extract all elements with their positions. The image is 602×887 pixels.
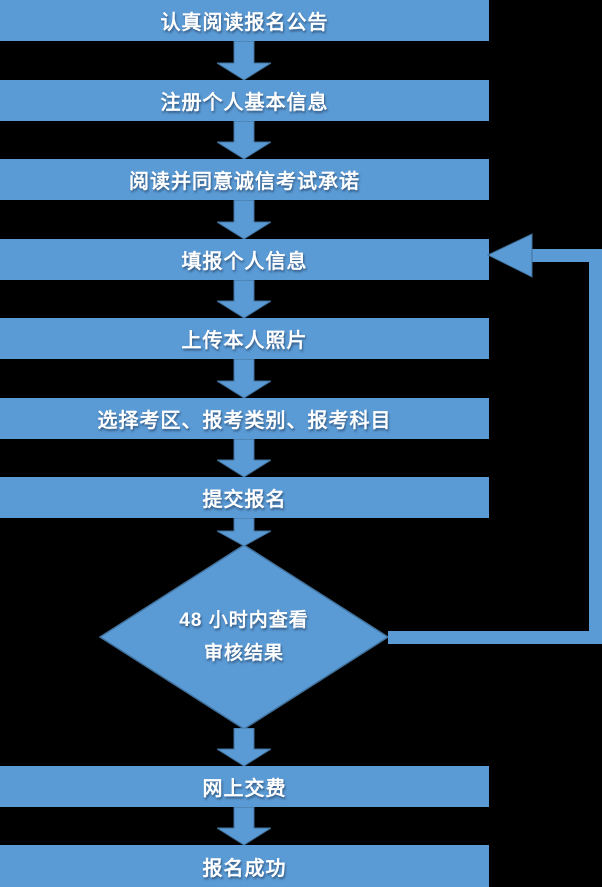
- down-arrow-icon-8: [217, 728, 271, 766]
- down-arrow-icon-1: [217, 41, 271, 80]
- feedback-bottom-bar: [388, 631, 602, 644]
- feedback-top-bar: [532, 249, 602, 262]
- step-select-exam-area-category-subject: 选择考区、报考类别、报考科目: [0, 398, 489, 439]
- down-arrow-icon-3: [217, 200, 271, 239]
- down-arrow-icon-9: [217, 807, 271, 845]
- step-fill-personal-info: 填报个人信息: [0, 239, 489, 280]
- down-arrow-icon-5: [217, 359, 271, 398]
- feedback-loop-arrow-icon: [388, 233, 602, 644]
- step-pay-online: 网上交费: [0, 766, 489, 807]
- feedback-left-arrowhead-icon: [486, 233, 533, 278]
- step-agree-integrity-commitment: 阅读并同意诚信考试承诺: [0, 159, 489, 200]
- feedback-vertical-bar: [589, 249, 602, 644]
- decision-label-line2: 审核结果: [203, 643, 284, 664]
- step-submit-registration: 提交报名: [0, 477, 489, 518]
- step-read-announcement: 认真阅读报名公告: [0, 0, 489, 41]
- down-arrow-icon-6: [217, 439, 271, 477]
- step-register-basic-info: 注册个人基本信息: [0, 80, 489, 121]
- down-arrow-icon-4: [217, 280, 271, 318]
- step-registration-success: 报名成功: [0, 845, 489, 887]
- step-upload-photo: 上传本人照片: [0, 318, 489, 359]
- decision-label-line1: 48 小时内查看: [179, 610, 309, 631]
- down-arrow-icon-2: [217, 121, 271, 159]
- decision-review-result-label: 48 小时内查看 审核结果: [100, 545, 388, 729]
- down-arrow-icon-7: [217, 518, 271, 546]
